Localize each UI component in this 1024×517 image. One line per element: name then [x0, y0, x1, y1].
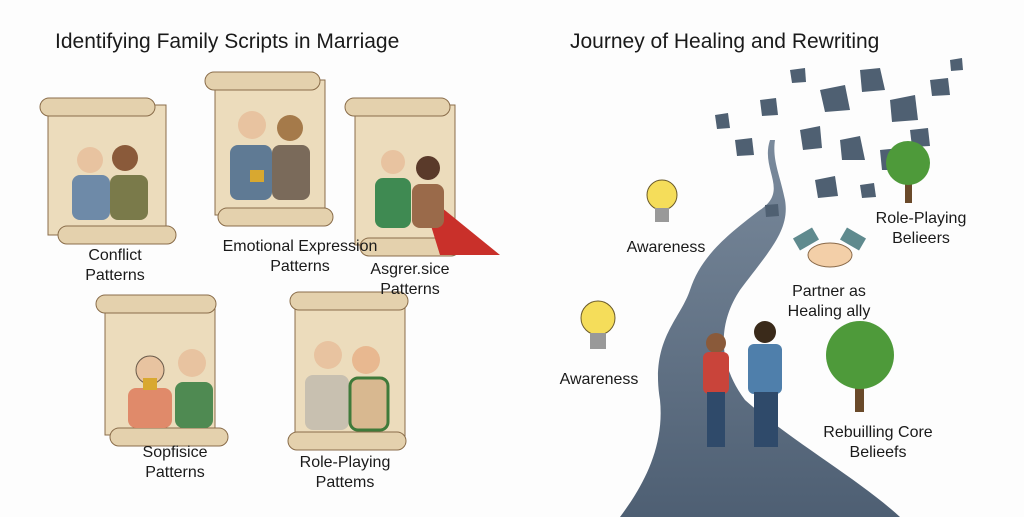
tree-icon — [826, 321, 894, 412]
handshake-icon — [792, 227, 867, 268]
breaking-fragments — [715, 58, 963, 217]
winding-road — [620, 140, 900, 517]
milestone-awareness-2: Awareness — [559, 371, 639, 388]
walking-couple — [703, 321, 782, 447]
lightbulb-icon — [646, 179, 678, 222]
scroll-role-playing — [287, 291, 409, 451]
tree-icon — [886, 141, 930, 203]
right-panel-title: Journey of Healing and Rewriting — [570, 30, 880, 53]
lightbulb-icon — [580, 300, 616, 349]
scroll-emotional-expression — [204, 71, 334, 227]
milestone-awareness-1: Awareness — [626, 239, 706, 256]
scroll-sopfisice — [95, 294, 229, 447]
left-panel-title: Identifying Family Scripts in Marriage — [55, 30, 400, 53]
scroll-conflict — [39, 97, 177, 245]
scroll-aggressive — [344, 97, 500, 257]
